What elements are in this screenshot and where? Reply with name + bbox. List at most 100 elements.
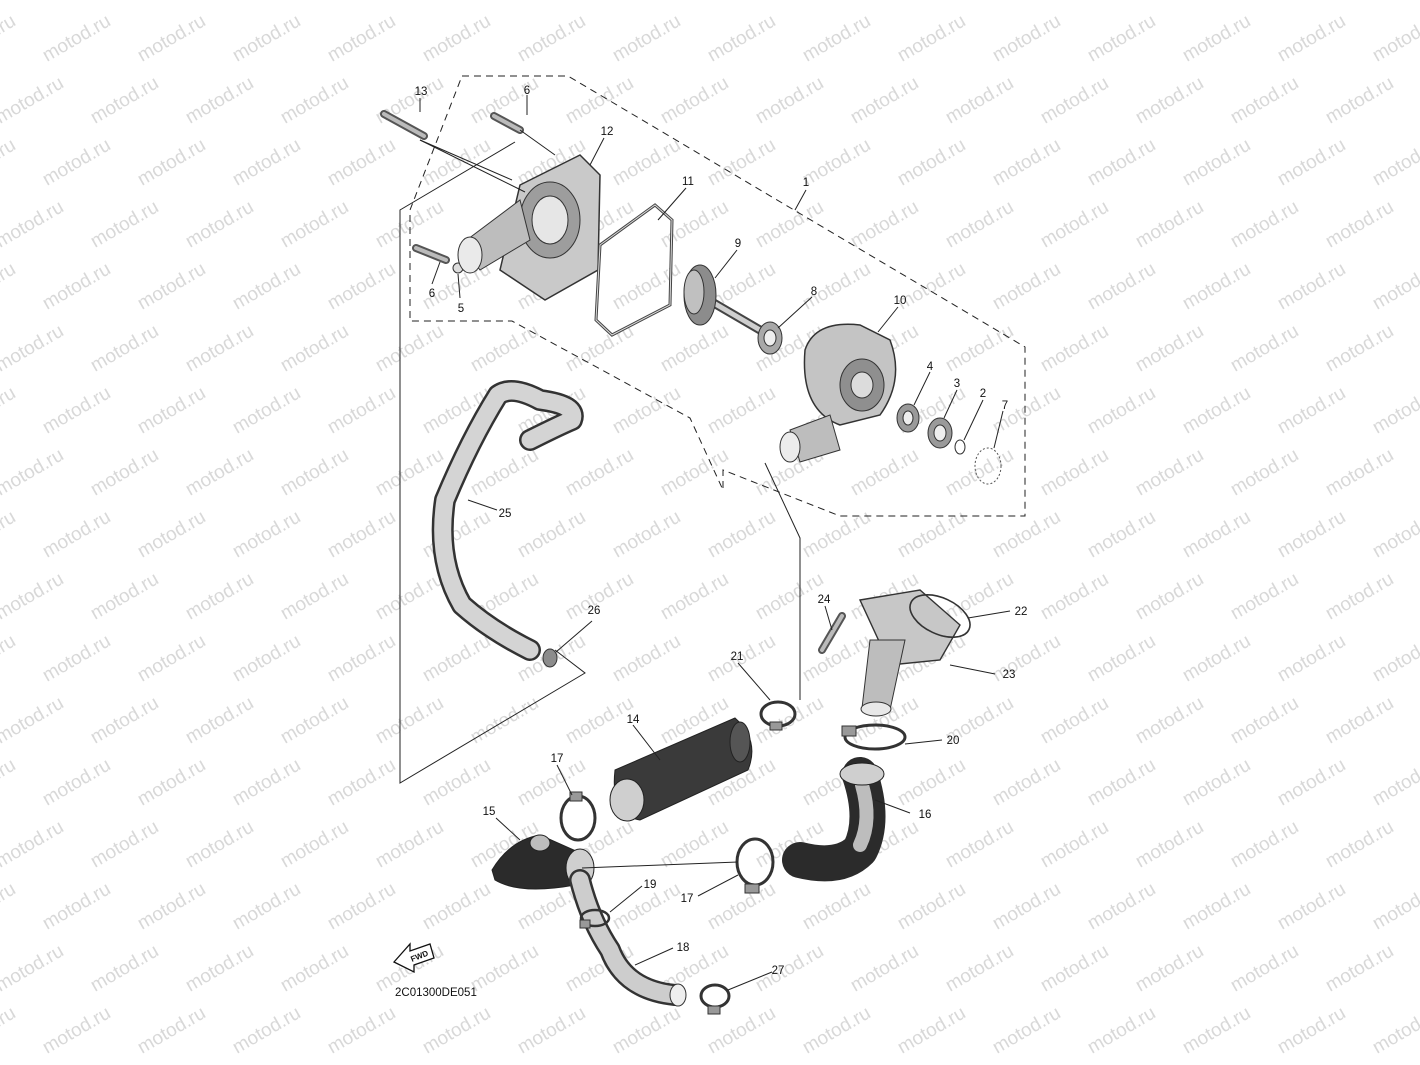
watermark-text: motod.ru [1084, 259, 1159, 315]
watermark-text: motod.ru [1369, 383, 1420, 439]
watermark-text: motod.ru [989, 11, 1064, 67]
watermark-text: motod.ru [419, 879, 494, 935]
bolt-icon [490, 112, 524, 134]
hose-icon [609, 717, 753, 822]
watermark-text: motod.ru [419, 11, 494, 67]
circlip-icon [954, 439, 966, 455]
callout-22: 22 [1015, 606, 1028, 618]
callout-11: 11 [682, 176, 694, 188]
watermark-text: motod.ru [0, 321, 67, 377]
watermark-text: motod.ru [1179, 755, 1254, 811]
watermark-text: motod.ru [87, 73, 162, 129]
watermark-text: motod.ru [1227, 693, 1302, 749]
callout-13: 13 [415, 86, 428, 98]
watermark-text: motod.ru [229, 879, 304, 935]
watermark-text: motod.ru [894, 11, 969, 67]
watermark-text: motod.ru [182, 693, 257, 749]
watermark-text: motod.ru [134, 755, 209, 811]
watermark-text: motod.ru [704, 135, 779, 191]
callout-12: 12 [601, 126, 614, 138]
callout-6a: 6 [524, 85, 530, 97]
watermark-text: motod.ru [182, 73, 257, 129]
watermark-text: motod.ru [1274, 383, 1349, 439]
watermark-text: motod.ru [1037, 445, 1112, 501]
seal-icon [757, 321, 783, 355]
watermark-text: motod.ru [467, 941, 542, 997]
watermark-text: motod.ru [989, 259, 1064, 315]
watermark-text: motod.ru [277, 197, 352, 253]
watermark-text: motod.ru [609, 383, 684, 439]
watermark-text: motod.ru [799, 11, 874, 67]
watermark-text: motod.ru [752, 197, 827, 253]
watermark-text: motod.ru [229, 383, 304, 439]
watermark-text: motod.ru [1369, 135, 1420, 191]
hose-icon [569, 869, 687, 1007]
watermark-text: motod.ru [182, 445, 257, 501]
watermark-text: motod.ru [1037, 0, 1112, 4]
watermark-text: motod.ru [894, 507, 969, 563]
watermark-text: motod.ru [467, 0, 542, 4]
watermark-text: motod.ru [799, 631, 874, 687]
watermark-text: motod.ru [894, 755, 969, 811]
o-ring-icon [909, 594, 971, 638]
watermark-text: motod.ru [1322, 73, 1397, 129]
watermark-text: motod.ru [1322, 321, 1397, 377]
watermark-text: motod.ru [1369, 259, 1420, 315]
watermark-text: motod.ru [277, 817, 352, 873]
watermark-text: motod.ru [372, 73, 447, 129]
callout-18: 18 [677, 942, 690, 954]
clamp-icon [579, 908, 611, 929]
watermark-text: motod.ru [799, 135, 874, 191]
watermark-text: motod.ru [229, 755, 304, 811]
callout-labels: 1 2 3 4 5 6 6 7 8 9 10 11 12 13 14 15 16… [415, 85, 1028, 977]
watermark-text: motod.ru [0, 569, 67, 625]
watermark-text: motod.ru [562, 445, 637, 501]
watermark-text: motod.ru [609, 259, 684, 315]
watermark-text: motod.ru [0, 693, 67, 749]
watermark-text: motod.ru [277, 321, 352, 377]
callout-14: 14 [627, 714, 640, 726]
watermark-text: motod.ru [0, 817, 67, 873]
callout-26: 26 [588, 605, 601, 617]
watermark-text: motod.ru [942, 197, 1017, 253]
hose-group-outline-right [764, 462, 801, 700]
watermark-text: motod.ru [134, 631, 209, 687]
watermark-text: motod.ru [847, 445, 922, 501]
watermark-text: motod.ru [1274, 11, 1349, 67]
pump-housing-icon [779, 323, 897, 463]
watermark-text: motod.ru [799, 1003, 874, 1059]
watermark-text: motod.ru [609, 11, 684, 67]
clamp-icon [559, 791, 597, 842]
watermark-text: motod.ru [277, 569, 352, 625]
callout-4: 4 [927, 361, 934, 373]
watermark-text: motod.ru [87, 817, 162, 873]
watermark-text: motod.ru [1037, 73, 1112, 129]
callout-9: 9 [735, 238, 741, 250]
clamp-icon [699, 983, 731, 1015]
watermark-text: motod.ru [514, 11, 589, 67]
watermark-text: motod.ru [1274, 879, 1349, 935]
callout-5: 5 [458, 303, 464, 315]
watermark-text: motod.ru [1227, 0, 1302, 4]
callout-1: 1 [803, 177, 809, 189]
watermark-text: motod.ru [1369, 755, 1420, 811]
watermark-text: motod.ru [39, 135, 114, 191]
watermark-text: motod.ru [87, 569, 162, 625]
o-ring-icon [974, 447, 1002, 485]
watermark-text: motod.ru [419, 631, 494, 687]
watermark-text: motod.ru [1322, 693, 1397, 749]
watermark-text: motod.ru [609, 1003, 684, 1059]
watermark-text: motod.ru [989, 631, 1064, 687]
callout-24: 24 [818, 594, 831, 606]
callout-19: 19 [644, 879, 657, 891]
watermark-text: motod.ru [419, 507, 494, 563]
watermark-text: motod.ru [1227, 817, 1302, 873]
leader-lines [419, 95, 1011, 991]
watermark-text: motod.ru [277, 941, 352, 997]
watermark-text: motod.ru [847, 0, 922, 4]
callout-21: 21 [731, 651, 744, 663]
hose-fitting-icon [542, 648, 558, 668]
watermark-text: motod.ru [277, 73, 352, 129]
watermark-text: motod.ru [1084, 135, 1159, 191]
watermark-text: motod.ru [1132, 817, 1207, 873]
